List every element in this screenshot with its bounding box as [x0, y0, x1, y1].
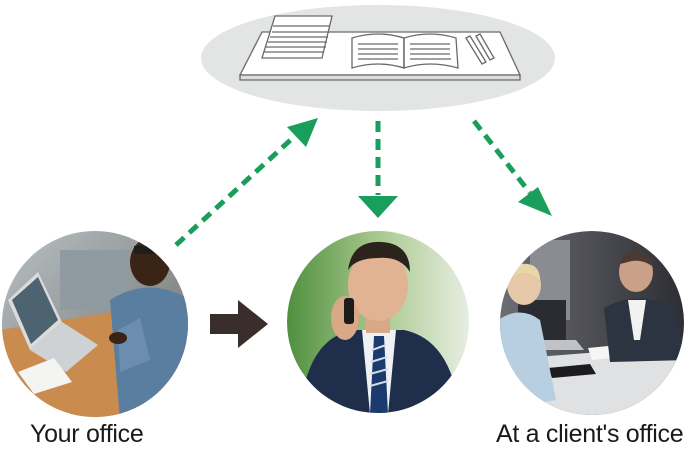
phone-call-businessman-photo — [287, 231, 469, 413]
your-office-label: Your office — [30, 420, 144, 448]
client-office-label: At a client's office — [496, 420, 684, 448]
arrow-left-to-top-head — [287, 118, 318, 147]
arrow-left-to-top-line — [174, 133, 298, 247]
arrow-top-to-right-line — [472, 119, 532, 195]
arrow-top-to-center-head — [358, 196, 398, 218]
solid-right-arrow-icon — [210, 300, 268, 348]
arrow-top-to-right-head — [518, 187, 552, 216]
remote-worker-photo — [2, 231, 188, 417]
desk-documents-icon — [238, 15, 522, 81]
flow-arrows — [174, 118, 552, 247]
desk-documents-group — [201, 5, 555, 111]
client-meeting-photo — [500, 231, 684, 415]
